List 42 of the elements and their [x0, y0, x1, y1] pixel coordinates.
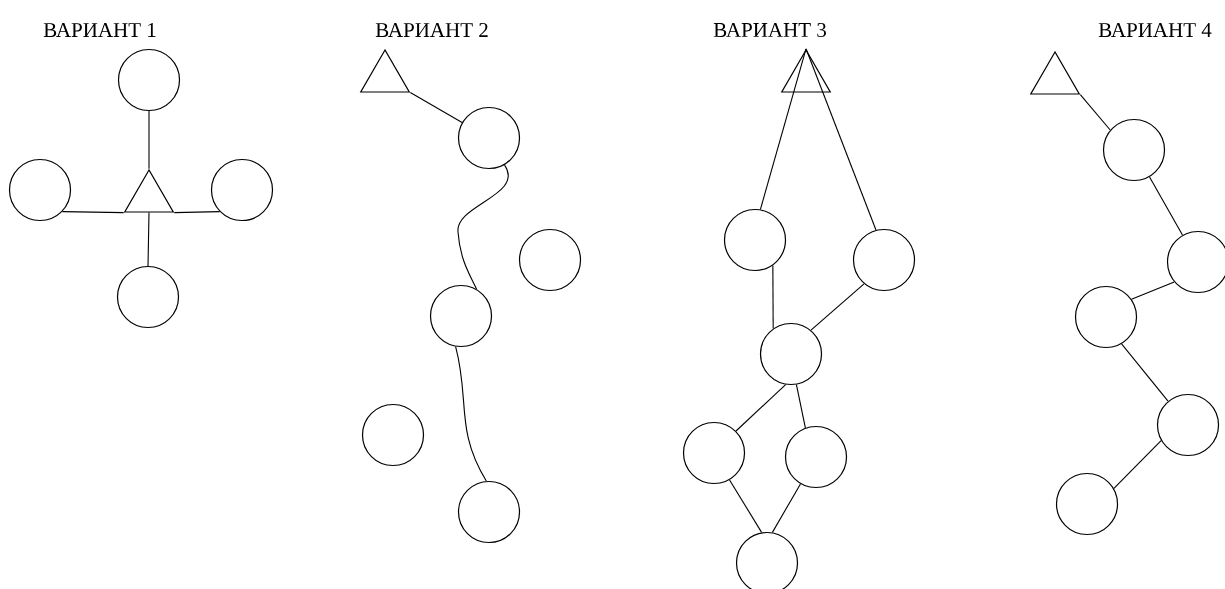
variant-heading: ВАРИАНТ 4 [1098, 23, 1212, 37]
connector-line [455, 346, 487, 482]
connector-line [61, 211, 125, 214]
circle [1055, 472, 1119, 536]
connector-line [735, 384, 787, 432]
connector-line [148, 110, 150, 170]
connector-line [772, 264, 774, 330]
circle [784, 425, 848, 489]
variant-heading: ВАРИАНТ 1 [43, 23, 156, 37]
circle [429, 284, 493, 348]
circle [117, 48, 181, 112]
circle [210, 158, 274, 222]
connector-line [810, 283, 865, 331]
connector-line [1113, 440, 1162, 489]
connector-line [771, 483, 801, 533]
connector-line [795, 384, 806, 429]
connector-line [147, 212, 150, 267]
connector-line [1149, 176, 1183, 236]
circle [759, 322, 823, 386]
connector-line [1079, 94, 1111, 131]
circle [361, 403, 425, 467]
circle [116, 265, 180, 329]
variant-heading: ВАРИАНТ 2 [375, 23, 488, 37]
circle [518, 228, 582, 292]
connector-line [409, 92, 463, 123]
variant-heading: ВАРИАНТ 3 [713, 22, 826, 38]
circle [457, 106, 521, 170]
connector-line [729, 479, 763, 533]
connector-line [1130, 281, 1175, 300]
circle [1102, 118, 1166, 182]
circle [852, 228, 916, 292]
connector-line [1121, 343, 1169, 402]
circle [682, 421, 746, 485]
circle [1074, 285, 1138, 349]
circle [1156, 393, 1220, 457]
connector-line [457, 164, 509, 290]
connector-line [759, 48, 807, 210]
connector-line [805, 48, 877, 231]
circle [457, 480, 521, 544]
circle [8, 158, 72, 222]
connector-line [173, 211, 221, 214]
circle [723, 208, 787, 272]
